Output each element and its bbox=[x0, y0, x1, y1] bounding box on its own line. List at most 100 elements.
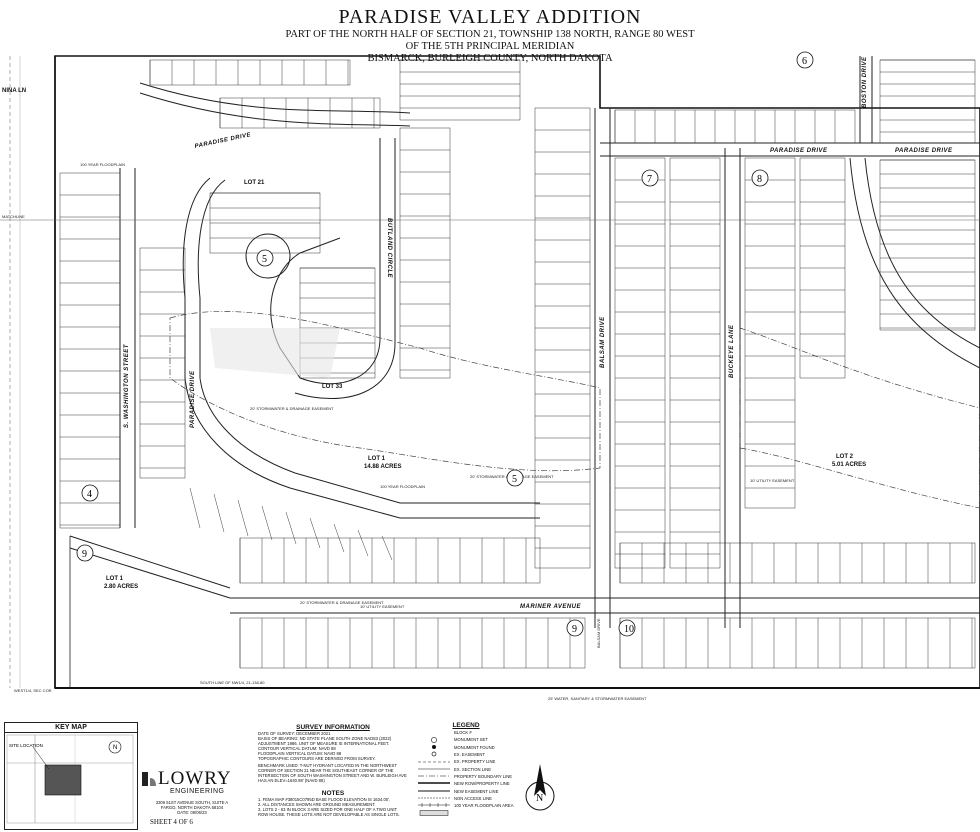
legend-symbol bbox=[414, 737, 454, 749]
lot-block bbox=[669, 157, 721, 569]
survey-line: ADJUSTMENT 1986. UNIT OF MEASURE IS INTE… bbox=[258, 741, 390, 746]
legend-symbol bbox=[414, 781, 454, 792]
lot-south-label: LOT 1 bbox=[106, 576, 124, 582]
key-map: KEY MAP N SITE LOCATION bbox=[4, 722, 138, 830]
legend-symbol bbox=[414, 795, 454, 808]
survey-line: CONTOUR VERTICAL DATUM: NAVD 88 bbox=[258, 746, 336, 751]
legend-item: BLOCK # bbox=[414, 729, 518, 743]
company-date: DATE: 09/06/23 bbox=[177, 810, 207, 815]
block-circle bbox=[256, 249, 274, 267]
legend-symbol bbox=[414, 773, 454, 785]
lot-block bbox=[219, 97, 381, 129]
lot-block bbox=[619, 617, 976, 669]
block-circle bbox=[751, 169, 769, 187]
legend-item: NON ACCESS LINE bbox=[414, 795, 518, 808]
plat-subtitle-1: PART OF THE NORTH HALF OF SECTION 21, TO… bbox=[285, 29, 695, 40]
block-number: 9 bbox=[82, 549, 87, 560]
lot-block bbox=[139, 247, 186, 479]
survey-line: DATE OF SURVEY: DECEMBER 2021 bbox=[258, 731, 331, 736]
lot1-area: 14.88 ACRES bbox=[364, 464, 401, 470]
lot-block bbox=[59, 172, 121, 529]
north-arrow: N bbox=[520, 760, 560, 820]
legend-symbol bbox=[414, 766, 454, 777]
block-number: 7 bbox=[647, 174, 652, 185]
legend-symbol bbox=[414, 744, 454, 757]
legend-text: NEW ROW/PROPERTY LINE bbox=[454, 781, 510, 787]
lot2-label: LOT 2 bbox=[836, 454, 854, 460]
block-number: 8 bbox=[757, 174, 762, 185]
block-number: 10 bbox=[624, 624, 634, 635]
note-line: 3. LOTS 2 - 63 IN BLOCK 3 ARE SIZED FOR … bbox=[258, 807, 398, 812]
legend-symbol bbox=[414, 730, 454, 743]
lot-line bbox=[285, 511, 297, 545]
lot-block bbox=[879, 159, 976, 331]
notes: NOTES 1. FEMA MAP #38015C0795D BASE FLOO… bbox=[258, 790, 408, 817]
lot-line bbox=[309, 517, 321, 549]
block-number: 6 bbox=[802, 56, 807, 67]
company-name: LOWRY bbox=[158, 768, 232, 789]
floodplain-label: 100 YEAR FLOODPLAIN bbox=[380, 484, 425, 489]
legend-title: LEGEND bbox=[452, 722, 480, 729]
survey-title: SURVEY INFORMATION bbox=[296, 724, 370, 731]
plat-subtitle-3: BISMARCK, BURLEIGH COUNTY, NORTH DAKOTA bbox=[367, 53, 613, 64]
company-address: 3306 51ST AVENUE SOUTH, SUITE A FARGO, N… bbox=[146, 800, 238, 815]
notes-lines: 1. FEMA MAP #38015C0795D BASE FLOOD ELEV… bbox=[258, 797, 408, 817]
water-easement-label: 25' WATER, SANITARY & STORMWATER EASEMEN… bbox=[548, 696, 647, 701]
street-balsam-drive-s: BALSAM DRIVE bbox=[596, 618, 601, 648]
street-balsam-drive: BALSAM DRIVE bbox=[600, 316, 606, 368]
note-line: 1. FEMA MAP #38015C0795D BASE FLOOD ELEV… bbox=[258, 797, 391, 802]
south-line-label: SOUTH LINE OF NW1/4, 21-138-80 bbox=[200, 680, 265, 685]
lot-block bbox=[239, 617, 586, 669]
block-circle bbox=[506, 469, 524, 487]
company-addr1: 3306 51ST AVENUE SOUTH, SUITE A bbox=[155, 800, 229, 805]
street-butland-circle: BUTLAND CIRCLE bbox=[386, 218, 392, 278]
benchmark-line: HAS AN ELEV=1640.98' (NAVD 88) bbox=[258, 778, 325, 783]
street-mariner-avenue: MARINER AVENUE bbox=[520, 604, 582, 610]
utility-easement-label: 10' UTILITY EASEMENT bbox=[360, 604, 405, 609]
matchline-label: MATCHLINE bbox=[2, 214, 25, 219]
block-number: 4 bbox=[87, 489, 92, 500]
sheet-number: SHEET 4 OF 6 bbox=[150, 818, 193, 826]
legend-text: EX. PROPERTY LINE bbox=[454, 759, 496, 765]
lot-line bbox=[333, 523, 345, 553]
lot-south-area: 2.80 ACRES bbox=[104, 584, 138, 590]
west-corner-label: WEST1/4, SEC COR bbox=[14, 688, 52, 693]
benchmark-line: INTERSECTION OF SOUTH WASHINGTON STREET … bbox=[258, 773, 407, 778]
lot2-area: 5.01 ACRES bbox=[832, 462, 866, 468]
lot-block bbox=[239, 537, 541, 584]
block-circle bbox=[641, 169, 659, 187]
legend-item: PROPERTY BOUNDARY LINE bbox=[414, 773, 518, 785]
lot-line bbox=[213, 493, 225, 533]
survey-line: FLOODPLAIN VERTICAL DATUM: NAVD 88 bbox=[258, 751, 342, 756]
lot1-label: LOT 1 bbox=[368, 456, 386, 462]
street-nina-ln: NINA LN bbox=[2, 88, 26, 94]
block-number: 5 bbox=[262, 254, 267, 265]
paradise-drive-west bbox=[139, 82, 411, 127]
block-circle bbox=[81, 484, 99, 502]
street-boston-drive: BOSTON DRIVE bbox=[862, 56, 868, 108]
svg-text:N: N bbox=[113, 745, 117, 751]
survey-information: SURVEY INFORMATION DATE OF SURVEY: DECEM… bbox=[258, 724, 408, 830]
benchmark-line: BENCHMARK USED: T-NUT HYDRANT LOCATED IN… bbox=[258, 763, 397, 768]
floodplain-area bbox=[169, 311, 601, 472]
legend-symbol bbox=[414, 752, 454, 762]
legend-text: MONUMENT SET bbox=[454, 737, 488, 743]
legend-item: NEW EASEMENT LINE bbox=[414, 787, 518, 799]
legend-item: MONUMENT FOUND bbox=[414, 744, 518, 757]
legend-text: EX. EASEMENT bbox=[454, 752, 485, 758]
notes-title: NOTES bbox=[321, 790, 345, 797]
street-paradise-drive-east: PARADISE DRIVE bbox=[770, 148, 828, 154]
legend-item: MONUMENT SET bbox=[414, 736, 518, 749]
lot-block bbox=[744, 157, 796, 509]
legend-item: NEW ROW/PROPERTY LINE bbox=[414, 780, 518, 792]
plat-drawing: PARADISE DRIVE PARADISE DRIVE PARADISE D… bbox=[0, 51, 980, 701]
legend-symbol bbox=[414, 788, 454, 799]
plat-title: PARADISE VALLEY ADDITION bbox=[338, 6, 642, 28]
lot-line bbox=[189, 487, 201, 529]
survey-line: BASIS OF BEARING: ND STATE PLANE SOUTH Z… bbox=[258, 736, 392, 741]
note-line: 2. ALL DISTANCES SHOWN ARE GROUND MEASUR… bbox=[258, 802, 376, 807]
benchmark-lines: BENCHMARK USED: T-NUT HYDRANT LOCATED IN… bbox=[258, 763, 408, 783]
legend-item: EX. SECTION LINE bbox=[414, 765, 518, 777]
storm-easement-label-2: 20' STORMWATER & DRAINAGE EASEMENT bbox=[250, 406, 334, 411]
